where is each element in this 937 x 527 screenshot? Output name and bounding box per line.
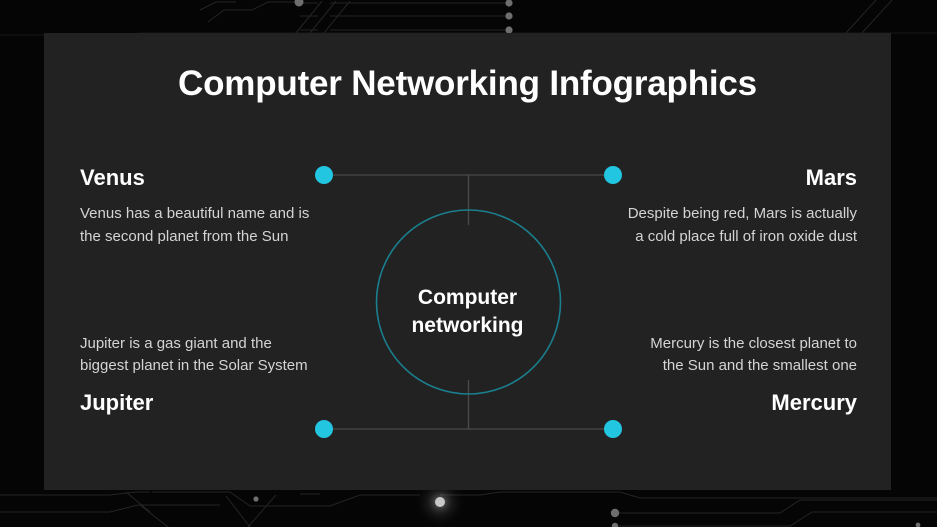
quadrant-venus-heading: Venus: [80, 165, 145, 190]
center-label-line2: networking: [411, 313, 524, 337]
quadrant-mercury-body: Mercury is the closest planet to the Sun…: [650, 335, 857, 375]
center-label-line1: Computer: [417, 286, 518, 309]
node-bottom-left: [315, 420, 333, 438]
center-label: Computer networking: [348, 284, 588, 339]
circuit-node-dot: [505, 12, 513, 20]
quadrant-venus: Venus Venus has a beautiful name and is …: [80, 165, 310, 248]
quadrant-mars-body: Despite being red, Mars is actually a co…: [627, 205, 857, 245]
circuit-node-dot-glowing: [435, 497, 445, 507]
circuit-node-dot: [915, 522, 921, 527]
page-title: Computer Networking Infographics: [178, 64, 757, 103]
quadrant-jupiter-body: Jupiter is a gas giant and the biggest p…: [80, 335, 308, 375]
node-bottom-right: [604, 420, 622, 438]
circuit-node-dot: [611, 522, 619, 527]
quadrant-mercury: Mercury is the closest planet to the Sun…: [627, 333, 857, 417]
network-diagram: [315, 166, 622, 438]
quadrant-jupiter-heading: Jupiter: [80, 390, 154, 416]
slide-card: Computer Networking Infographics Compute…: [44, 33, 891, 490]
circuit-node-dot: [505, 0, 513, 7]
circuit-node-dot: [253, 496, 259, 502]
quadrant-jupiter: Jupiter is a gas giant and the biggest p…: [80, 333, 310, 417]
circuit-node-dot: [610, 508, 620, 518]
center-circle: [375, 209, 562, 395]
node-top-right: [604, 166, 622, 184]
circuit-node-dot: [294, 0, 304, 7]
quadrant-mercury-heading: Mercury: [771, 390, 857, 416]
quadrant-mars-heading: Mars: [805, 165, 857, 190]
quadrant-mars: Mars Despite being red, Mars is actually…: [627, 165, 857, 248]
node-top-left: [315, 166, 333, 184]
quadrant-venus-body: Venus has a beautiful name and is the se…: [80, 205, 310, 245]
